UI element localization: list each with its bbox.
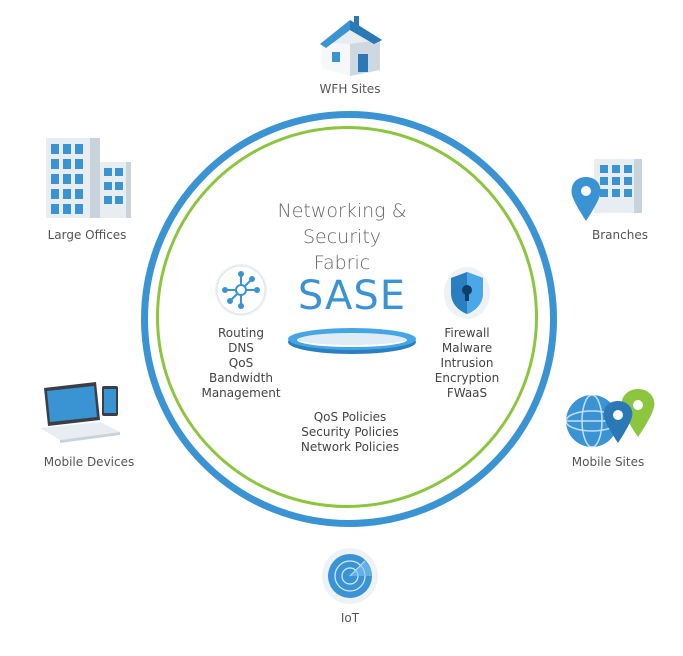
radar-icon: [322, 548, 378, 604]
qos-item: QoS: [228, 356, 254, 370]
wfh-sites-label: WFH Sites: [319, 82, 381, 96]
mobile-sites-label: Mobile Sites: [571, 455, 645, 469]
intrusion-item: Intrusion: [440, 356, 494, 370]
routing-item: Routing: [217, 326, 264, 340]
sase-ring-icon: [288, 328, 416, 354]
sase-title: SASE: [297, 273, 407, 319]
inner-green-ring: [156, 126, 538, 508]
fwaas-item: FWaaS: [446, 386, 488, 400]
network-hub-icon: [215, 264, 267, 316]
laptop-phone-icon: [40, 382, 120, 443]
house-icon: [320, 16, 382, 76]
fabric-title-line1: Networking & Security: [277, 200, 407, 248]
qos-policies-item: QoS Policies: [313, 410, 387, 424]
network-policies-item: Network Policies: [300, 440, 400, 454]
security-list: Firewall Malware Intrusion Encryption FW…: [435, 326, 499, 401]
mobile-devices-label: Mobile Devices: [43, 455, 135, 469]
office-buildings-icon: [46, 138, 131, 218]
routing-list: Routing DNS QoS Bandwidth Management: [201, 326, 280, 401]
branches-label: Branches: [592, 228, 648, 242]
dns-item: DNS: [228, 341, 254, 355]
security-policies-item: Security Policies: [301, 425, 399, 439]
firewall-item: Firewall: [444, 326, 490, 340]
bandwidth-item: Bandwidth: [209, 371, 273, 385]
branch-location-icon: [571, 159, 642, 221]
fabric-title-line2: Fabric: [313, 252, 371, 274]
shield-lock-icon: [444, 267, 490, 319]
management-item: Management: [201, 386, 281, 400]
fabric-title: Networking & Security Fabric: [242, 198, 442, 276]
outer-blue-ring: [141, 111, 557, 527]
malware-item: Malware: [441, 341, 493, 355]
globe-location-icon: [565, 389, 655, 448]
large-offices-label: Large Offices: [47, 228, 127, 242]
encryption-item: Encryption: [434, 371, 500, 385]
policies-list: QoS Policies Security Policies Network P…: [301, 410, 399, 455]
iot-label: IoT: [340, 611, 360, 625]
